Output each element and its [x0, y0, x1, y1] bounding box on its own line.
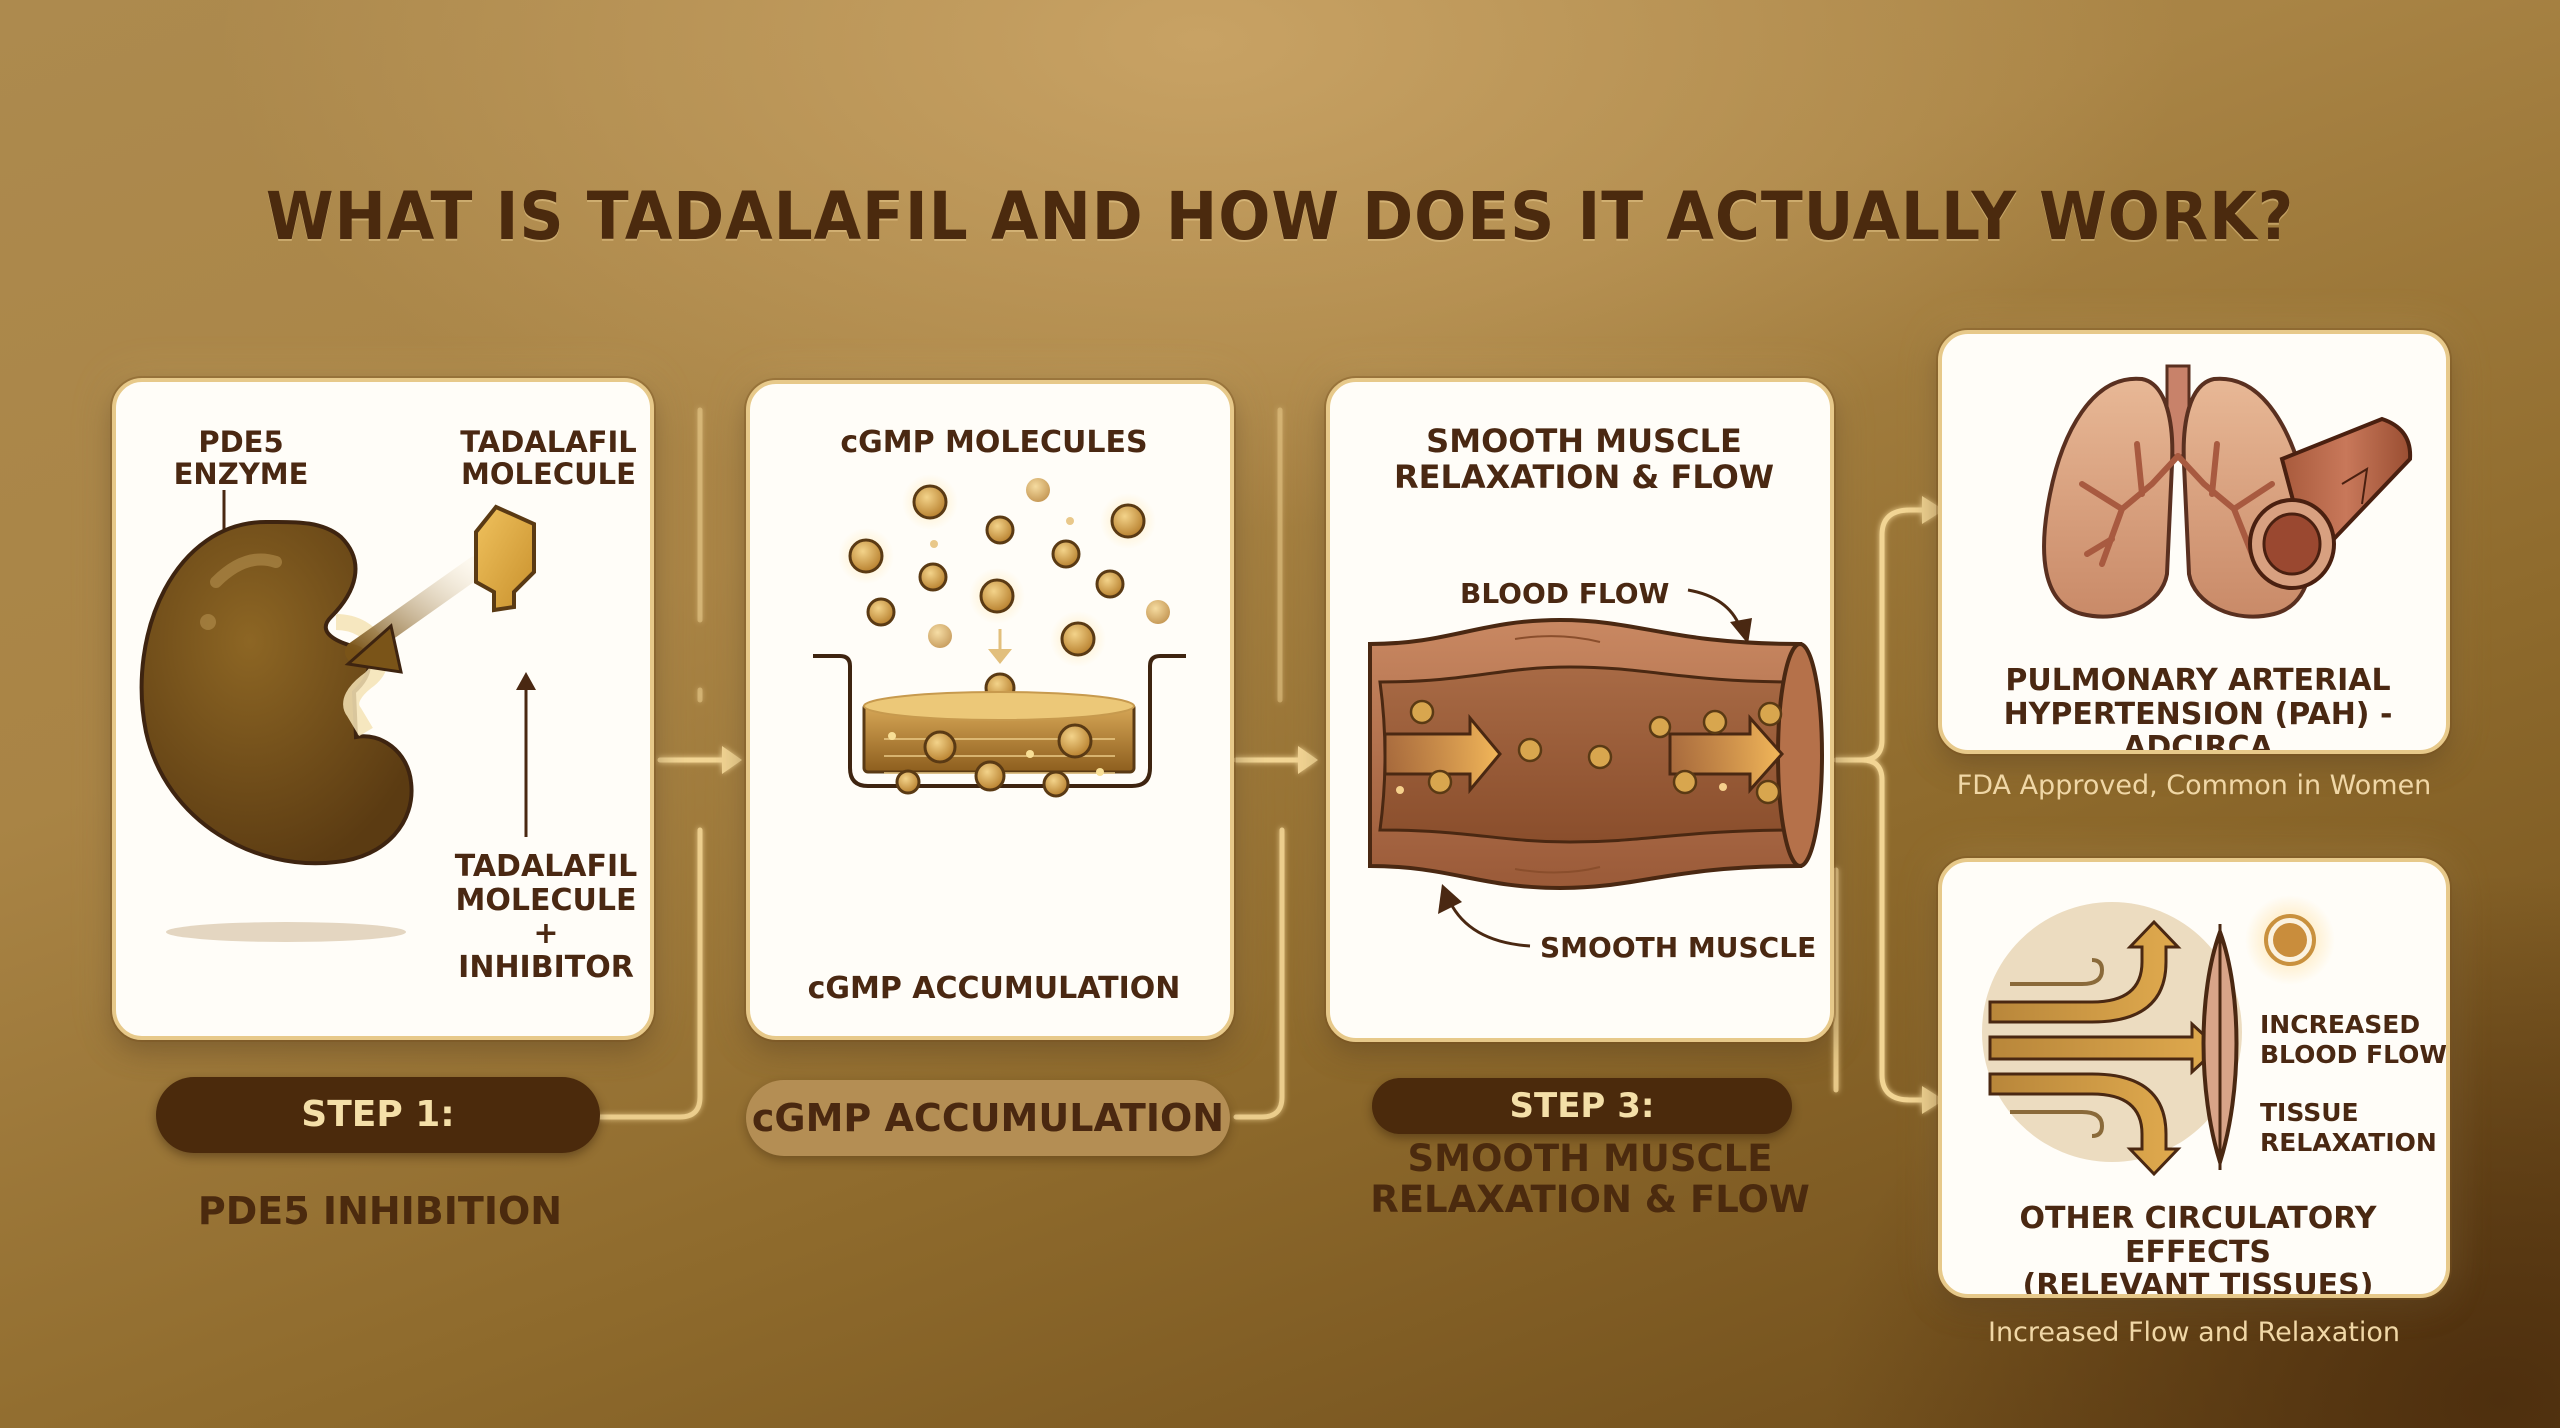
pde5-enzyme-label: PDE5 ENZYME: [173, 425, 309, 492]
step1-caption: PDE5 INHIBITION: [197, 1189, 563, 1233]
pah-subcaption: FDA Approved, Common in Women: [1956, 770, 2432, 801]
smooth-muscle-label: SMOOTH MUSCLE: [1540, 931, 1817, 964]
cgmp-molecules-icon: [813, 474, 1186, 798]
step2-pill: cGMP ACCUMULATION: [746, 1080, 1230, 1156]
lungs-icon: [2042, 364, 2413, 619]
tadalafil-inhibitor-label: TADALAFIL MOLECULE + INHIBITOR: [454, 849, 638, 985]
increased-blood-flow-label: INCREASED BLOOD FLOW: [2260, 1010, 2447, 1069]
step3-panel: SMOOTH MUSCLE RELAXATION & FLOW BLOOD FL…: [1326, 378, 1834, 1042]
cgmp-accumulation-label: cGMP ACCUMULATION: [807, 971, 1181, 1006]
tissue-relaxation-label: TISSUE RELAXATION: [2260, 1098, 2437, 1157]
flow-arrows-icon: [1982, 895, 2335, 1177]
pah-panel: PULMONARY ARTERIAL HYPERTENSION (PAH) - …: [1938, 330, 2450, 754]
circulatory-title: OTHER CIRCULATORY EFFECTS (RELEVANT TISS…: [2019, 1201, 2377, 1298]
tissue-icon: [2201, 924, 2239, 1170]
blood-flow-label: BLOOD FLOW: [1460, 577, 1670, 610]
page-title: WHAT IS TADALAFIL AND HOW DOES IT ACTUAL…: [265, 178, 2295, 255]
cgmp-molecules-label: cGMP MOLECULES: [840, 425, 1148, 460]
container-icon: [813, 654, 1186, 798]
artery-icon: [2248, 416, 2413, 590]
tadalafil-molecule-label-top: TADALAFIL MOLECULE: [460, 425, 637, 492]
step1-panel: PDE5 ENZYME TADALAFIL MOLECULE TADALAFIL…: [112, 378, 654, 1040]
glow-dot-icon: [2245, 895, 2335, 985]
circulatory-subcaption: Increased Flow and Relaxation: [1987, 1317, 2401, 1348]
floating-molecules: [838, 474, 1170, 704]
step2-panel: cGMP MOLECULES: [746, 380, 1234, 1040]
step3-caption: SMOOTH MUSCLE RELAXATION & FLOW: [1370, 1137, 1810, 1222]
step3-pill: STEP 3:: [1372, 1078, 1792, 1134]
step1-pill: STEP 1:: [156, 1077, 600, 1153]
blood-vessel-icon: [1368, 588, 1824, 948]
pah-title: PULMONARY ARTERIAL HYPERTENSION (PAH) - …: [2003, 663, 2393, 754]
pde5-enzyme-icon: [139, 490, 536, 942]
smooth-muscle-title: SMOOTH MUSCLE RELAXATION & FLOW: [1393, 422, 1775, 496]
circulatory-panel: INCREASED BLOOD FLOW TISSUE RELAXATION O…: [1938, 858, 2450, 1298]
